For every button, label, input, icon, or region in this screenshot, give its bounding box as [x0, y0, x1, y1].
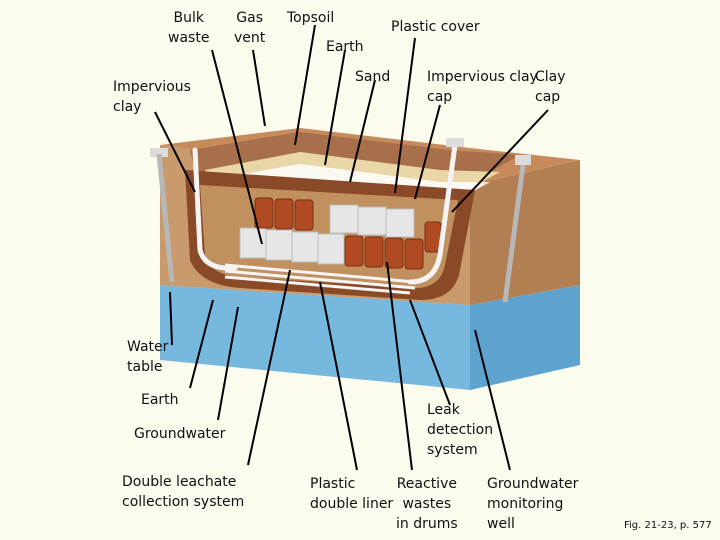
- leachate-pipes: [224, 263, 416, 295]
- water-table-side: [470, 285, 580, 390]
- label-sand: Sand: [355, 69, 391, 85]
- label-groundwater: Groundwater: [134, 426, 226, 442]
- label-plastic-double-liner: Plastic double liner: [310, 476, 394, 512]
- label-impervious-clay: Impervious clay: [113, 79, 191, 115]
- label-impervious-clay-cap: Impervious clay cap: [427, 69, 538, 105]
- label-water-table: Water table: [127, 339, 169, 375]
- label-clay-cap: Clay cap: [535, 69, 566, 105]
- figure-caption: Fig. 21-23, p. 577: [624, 520, 712, 531]
- label-gas-vent: Gas vent: [234, 10, 266, 46]
- gas-vent-cap-right: [446, 138, 464, 147]
- bulk-waste-blocks: [239, 204, 415, 265]
- monitoring-well-cap: [515, 155, 531, 165]
- label-plastic-cover: Plastic cover: [391, 19, 480, 35]
- gas-vent-pipes: [192, 142, 458, 285]
- label-earth-top: Earth: [326, 39, 364, 55]
- label-double-leachate-collection-system: Double leachate collection system: [122, 474, 245, 510]
- earth-side: [470, 160, 580, 305]
- monitoring-well-right: [502, 164, 526, 303]
- label-reactive-wastes-in-drums: Reactive wastes in drums: [396, 476, 458, 532]
- label-earth-bottom: Earth: [141, 392, 179, 408]
- gas-vent-cap-left: [150, 148, 168, 157]
- label-topsoil: Topsoil: [287, 10, 335, 26]
- leader-lines: [154, 24, 549, 471]
- label-bulk-waste: Bulk waste: [168, 10, 210, 46]
- label-leak-detection-system: Leak detection system: [427, 402, 494, 458]
- waste-drums: [254, 197, 442, 270]
- monitoring-well-left: [156, 153, 175, 283]
- label-groundwater-monitoring-well: Groundwater monitoring well: [487, 476, 579, 532]
